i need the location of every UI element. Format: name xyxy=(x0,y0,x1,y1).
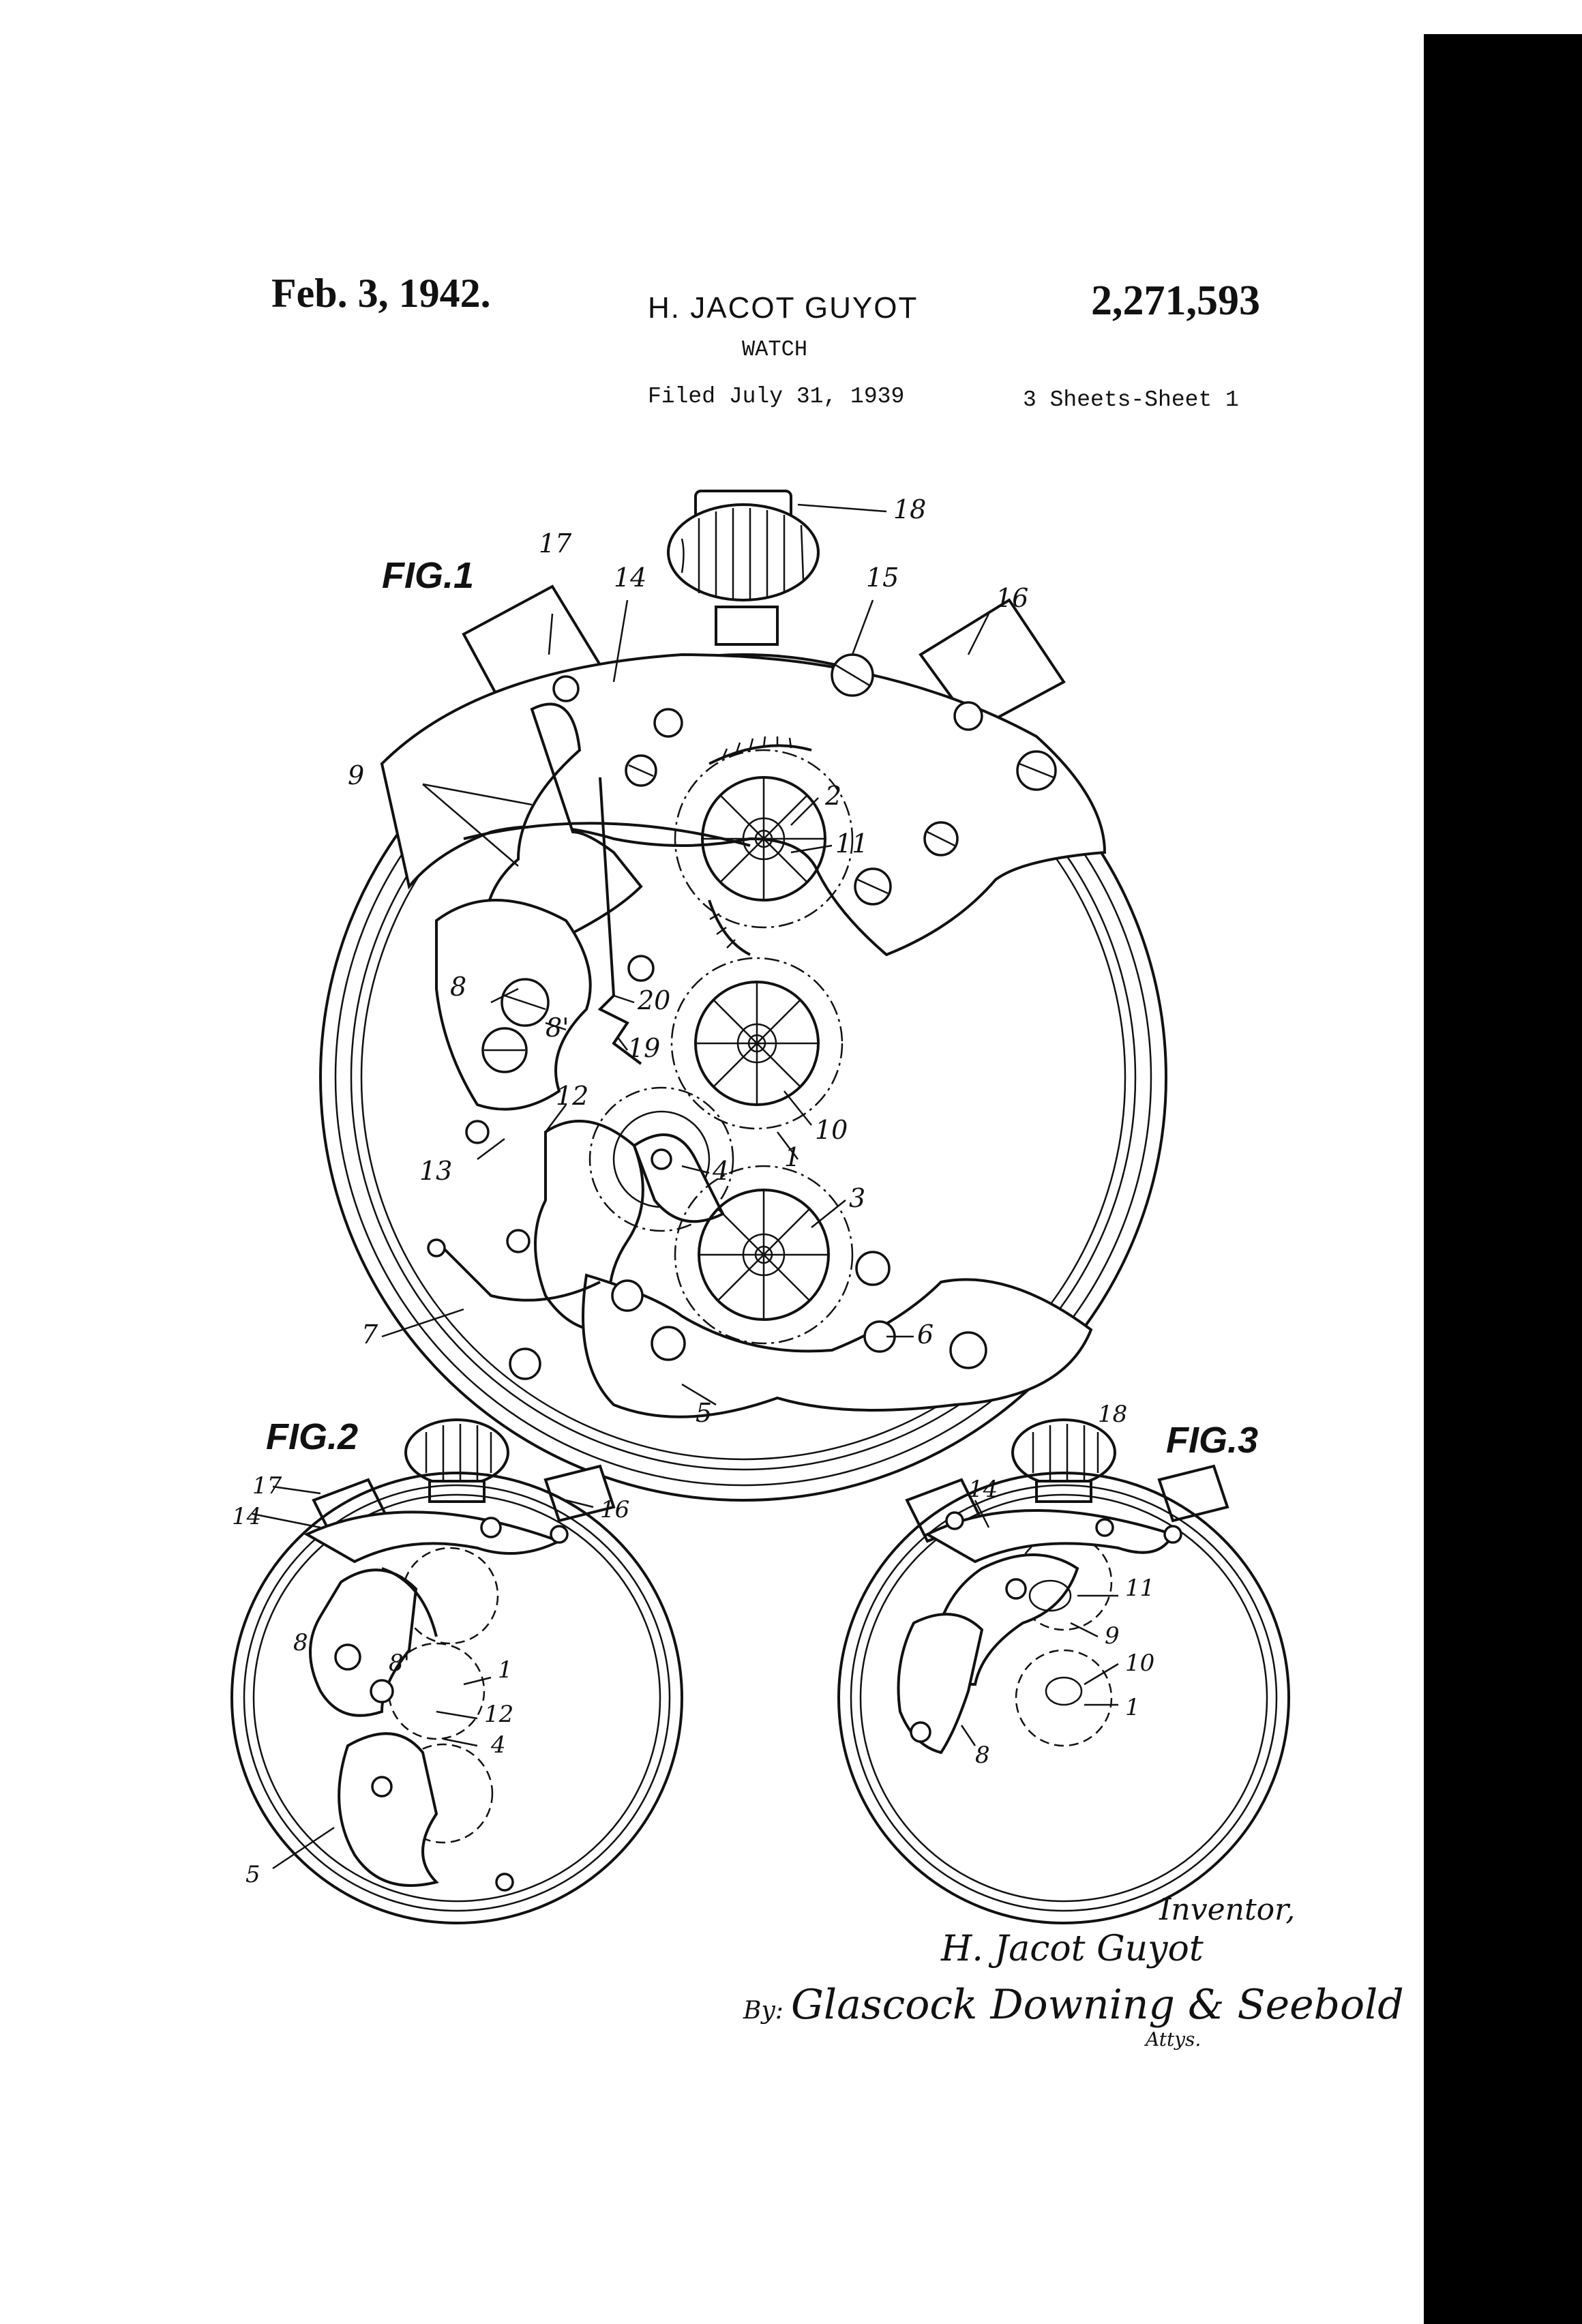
fig2-case xyxy=(230,1472,683,1924)
inventor-role: Inventor, xyxy=(1159,1892,1295,1927)
patent-date: Feb. 3, 1942. xyxy=(271,271,491,316)
ref-1: 1 xyxy=(784,1142,801,1172)
ref-8-prime: 8' xyxy=(546,1013,569,1043)
pendant xyxy=(715,606,779,646)
fig2-ref-1: 1 xyxy=(498,1656,513,1684)
pawl-19-20 xyxy=(597,777,642,1065)
crown-icon xyxy=(667,490,820,601)
fig3-ref-18: 18 xyxy=(1098,1401,1127,1428)
fig3-lever-8 xyxy=(897,1613,984,1755)
ref-19: 19 xyxy=(627,1033,660,1063)
ref-13: 13 xyxy=(419,1156,452,1186)
figure-1: FIG.1 18 17 14 15 16 9 2 11 8 8' 20 19 1… xyxy=(319,490,1167,1502)
figure-2: FIG.2 17 14 16 8 8' 1 12 4 5 xyxy=(230,1416,683,1924)
ref-9: 9 xyxy=(348,760,364,790)
attorney-signature: Glascock Downing & Seebold xyxy=(791,1981,1404,2029)
screws xyxy=(427,653,1057,1380)
watch-case-outer xyxy=(319,653,1167,1502)
attys-label: Attys. xyxy=(1144,2028,1201,2051)
ref-14: 14 xyxy=(614,563,646,593)
fig2-ref-8: 8 xyxy=(293,1629,308,1656)
ref-10: 10 xyxy=(815,1115,848,1145)
fig2-ref-17: 17 xyxy=(252,1472,282,1500)
ref-7: 7 xyxy=(361,1320,378,1350)
lever-4 xyxy=(632,1133,725,1223)
fig3-ref-14: 14 xyxy=(968,1476,998,1503)
fig3-label: FIG.3 xyxy=(1166,1420,1258,1461)
ref-8: 8 xyxy=(450,972,466,1002)
scan-margin-bar xyxy=(1424,34,1582,2324)
ref-15: 15 xyxy=(866,563,899,593)
fig2-plate-5 xyxy=(338,1732,439,1887)
inventor-signature: H. Jacot Guyot xyxy=(940,1928,1204,1969)
fig2-ref-5: 5 xyxy=(245,1861,260,1888)
fig2-ref-16: 16 xyxy=(600,1496,629,1523)
fig2-plate-14 xyxy=(303,1510,563,1564)
ref-16: 16 xyxy=(996,583,1028,613)
fig3-cam-11 xyxy=(1028,1579,1072,1612)
fig3-ref-9: 9 xyxy=(1105,1622,1120,1650)
ref-20: 20 xyxy=(637,985,670,1015)
fig2-lever-8 xyxy=(309,1568,418,1717)
fig1-label: FIG.1 xyxy=(382,555,474,596)
ref-17: 17 xyxy=(539,528,572,558)
fig3-cam-10 xyxy=(1045,1676,1083,1706)
bottom-plate-5 xyxy=(582,1273,1093,1418)
toothed-sector xyxy=(708,744,812,956)
by-label: By: xyxy=(743,1997,783,2025)
ref-18: 18 xyxy=(893,494,926,524)
fig2-ref-12: 12 xyxy=(484,1701,513,1728)
patent-title: WATCH xyxy=(742,337,808,362)
spring-7 xyxy=(442,1247,601,1302)
filing-date: Filed July 31, 1939 xyxy=(648,384,905,409)
inventor-header: H. JACOT GUYOT xyxy=(648,291,919,325)
fig3-case xyxy=(837,1472,1290,1924)
fig3-ref-10: 10 xyxy=(1125,1650,1154,1677)
fig2-ref-14: 14 xyxy=(232,1503,261,1530)
fig2-spring xyxy=(381,1567,438,1637)
ref-5: 5 xyxy=(696,1398,712,1428)
signature-block: Inventor, H. Jacot Guyot By: Glascock Do… xyxy=(743,1892,1404,2051)
fig2-label: FIG.2 xyxy=(266,1416,358,1457)
fig2-ref-4: 4 xyxy=(490,1731,506,1759)
ref-2: 2 xyxy=(824,781,841,811)
fig3-ref-8: 8 xyxy=(975,1742,990,1769)
fig2-ref-8-prime: 8' xyxy=(389,1650,410,1677)
sheet-count: 3 Sheets-Sheet 1 xyxy=(1023,387,1239,413)
fig3-ref-11: 11 xyxy=(1125,1575,1154,1602)
ref-12: 12 xyxy=(556,1081,588,1111)
fig3-ref-1: 1 xyxy=(1125,1694,1140,1721)
ref-11: 11 xyxy=(835,829,868,859)
patent-number: 2,271,593 xyxy=(1091,278,1260,324)
ref-3: 3 xyxy=(849,1183,865,1213)
ref-4: 4 xyxy=(712,1156,729,1186)
figure-3: FIG.3 18 14 11 9 10 1 8 xyxy=(837,1401,1290,1924)
ref-6: 6 xyxy=(917,1320,934,1350)
